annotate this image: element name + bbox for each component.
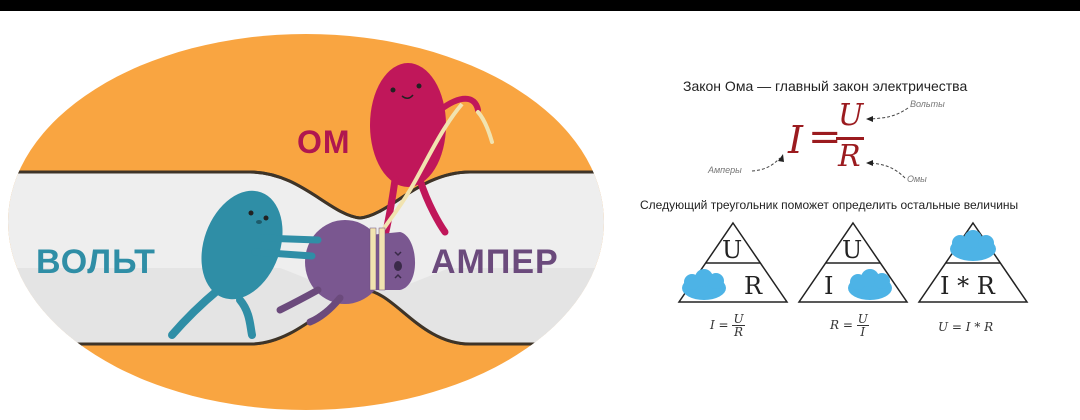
- triangle-top-label: U: [842, 236, 863, 264]
- om-word: ОМ: [297, 124, 351, 160]
- formula-denominator: R: [838, 139, 861, 174]
- triangle-shape: [797, 221, 909, 303]
- white-band-shade: [8, 268, 604, 344]
- top-black-bar: [0, 0, 1080, 11]
- cloud-icon: [848, 269, 892, 300]
- triangle-bottom-label: I * R: [940, 272, 995, 300]
- annotation-amperes: Амперы: [708, 165, 742, 175]
- formula-equals: =: [808, 114, 842, 160]
- amper-word: АМПЕР: [431, 243, 559, 281]
- triangle-formula-3: U = I * R: [938, 320, 994, 334]
- formula-fraction-bar: [836, 137, 864, 140]
- cartoon-svg: [8, 34, 604, 410]
- triangle-bottom-left-label: I: [824, 272, 834, 300]
- triangle-shape: [677, 221, 789, 303]
- volt-word: ВОЛЬТ: [36, 243, 156, 281]
- triangle-bottom-right-label: R: [744, 272, 763, 300]
- cloud-icon: [682, 269, 726, 300]
- ohm-cartoon-illustration: ВОЛЬТ АМПЕР ОМ: [0, 11, 640, 420]
- triangle-shape: [917, 221, 1029, 303]
- annotation-arrows: [751, 107, 909, 179]
- triangle-find-resistance: U I: [797, 221, 909, 303]
- formula-numerator: U: [838, 98, 864, 133]
- volt-character: [168, 190, 322, 339]
- triangle-find-voltage: I * R: [917, 221, 1029, 303]
- ohms-law-title: Закон Ома — главный закон электричества: [683, 78, 968, 94]
- amper-character: [276, 220, 416, 326]
- annotation-ohms: Омы: [907, 174, 927, 184]
- triangle-top-label: U: [722, 236, 743, 264]
- triangles-title: Следующий треугольник поможет определить…: [640, 198, 1019, 212]
- triangle-find-current: U R: [677, 221, 789, 303]
- cloud-icon: [950, 230, 996, 261]
- annotation-volts: Вольты: [910, 99, 945, 109]
- formula-lhs: I: [788, 118, 804, 162]
